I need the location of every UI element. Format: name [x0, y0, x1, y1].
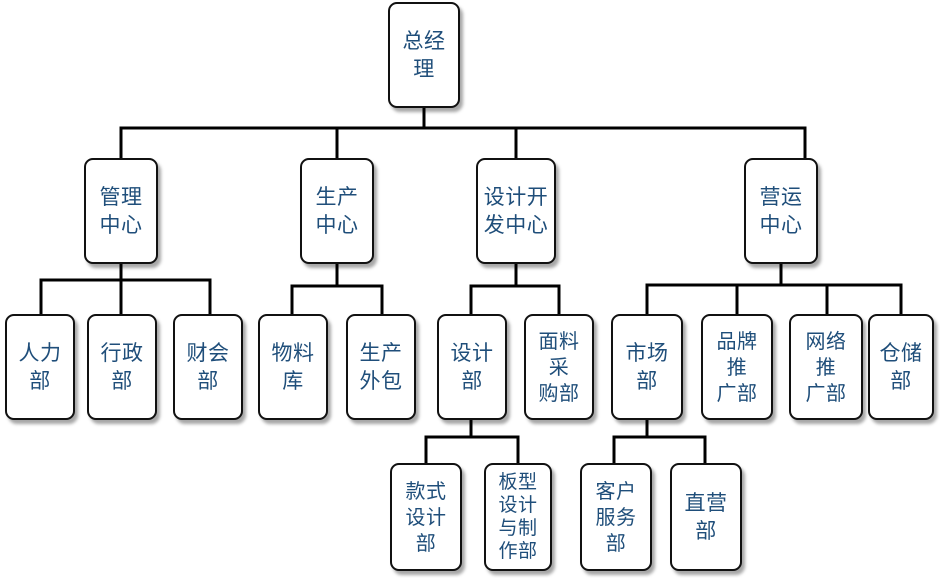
node-label: 网络 推 广部 [805, 329, 847, 405]
node-label: 板型 设计 与制 作部 [498, 471, 538, 562]
node-materials-dept: 物料 库 [258, 314, 328, 420]
node-direct-sales-dept: 直营 部 [670, 463, 742, 571]
node-label: 市场 部 [625, 341, 669, 393]
node-customer-service-dept: 客户 服务 部 [580, 463, 652, 571]
node-style-design-dept: 款式 设计 部 [390, 463, 462, 571]
node-online-dept: 网络 推 广部 [789, 314, 863, 420]
node-warehouse-dept: 仓储 部 [868, 314, 934, 420]
node-label: 设计 部 [450, 341, 494, 393]
node-pattern-dept: 板型 设计 与制 作部 [484, 463, 552, 571]
node-hr-dept: 人力 部 [5, 314, 75, 420]
node-label: 客户 服务 部 [595, 479, 637, 555]
node-label: 管理 中心 [99, 185, 143, 237]
node-label: 仓储 部 [879, 341, 923, 393]
node-admin-dept: 行政 部 [87, 314, 157, 420]
node-label: 生产 中心 [315, 185, 359, 237]
node-label: 品牌 推 广部 [716, 329, 758, 405]
node-ceo: 总经 理 [388, 2, 460, 108]
node-label: 直营 部 [684, 491, 728, 543]
node-fabric-purchase-dept: 面料 采 购部 [524, 314, 594, 420]
node-label: 人力 部 [18, 341, 62, 393]
node-production-center: 生产 中心 [300, 158, 374, 264]
node-label: 款式 设计 部 [405, 479, 447, 555]
node-brand-dept: 品牌 推 广部 [701, 314, 773, 420]
node-outsourcing-dept: 生产 外包 [346, 314, 416, 420]
node-label: 行政 部 [100, 341, 144, 393]
node-label: 总经 理 [402, 29, 446, 81]
node-operations-center: 营运 中心 [744, 158, 818, 264]
node-market-dept: 市场 部 [611, 314, 683, 420]
node-label: 物料 库 [271, 341, 315, 393]
node-label: 财会 部 [186, 341, 230, 393]
node-label: 面料 采 购部 [538, 329, 580, 405]
node-management-center: 管理 中心 [84, 158, 158, 264]
node-label: 设计开 发中心 [483, 185, 549, 237]
node-design-dept: 设计 部 [437, 314, 507, 420]
node-design-dev-center: 设计开 发中心 [476, 158, 556, 264]
node-finance-dept: 财会 部 [173, 314, 243, 420]
node-label: 生产 外包 [359, 341, 403, 393]
node-label: 营运 中心 [759, 185, 803, 237]
